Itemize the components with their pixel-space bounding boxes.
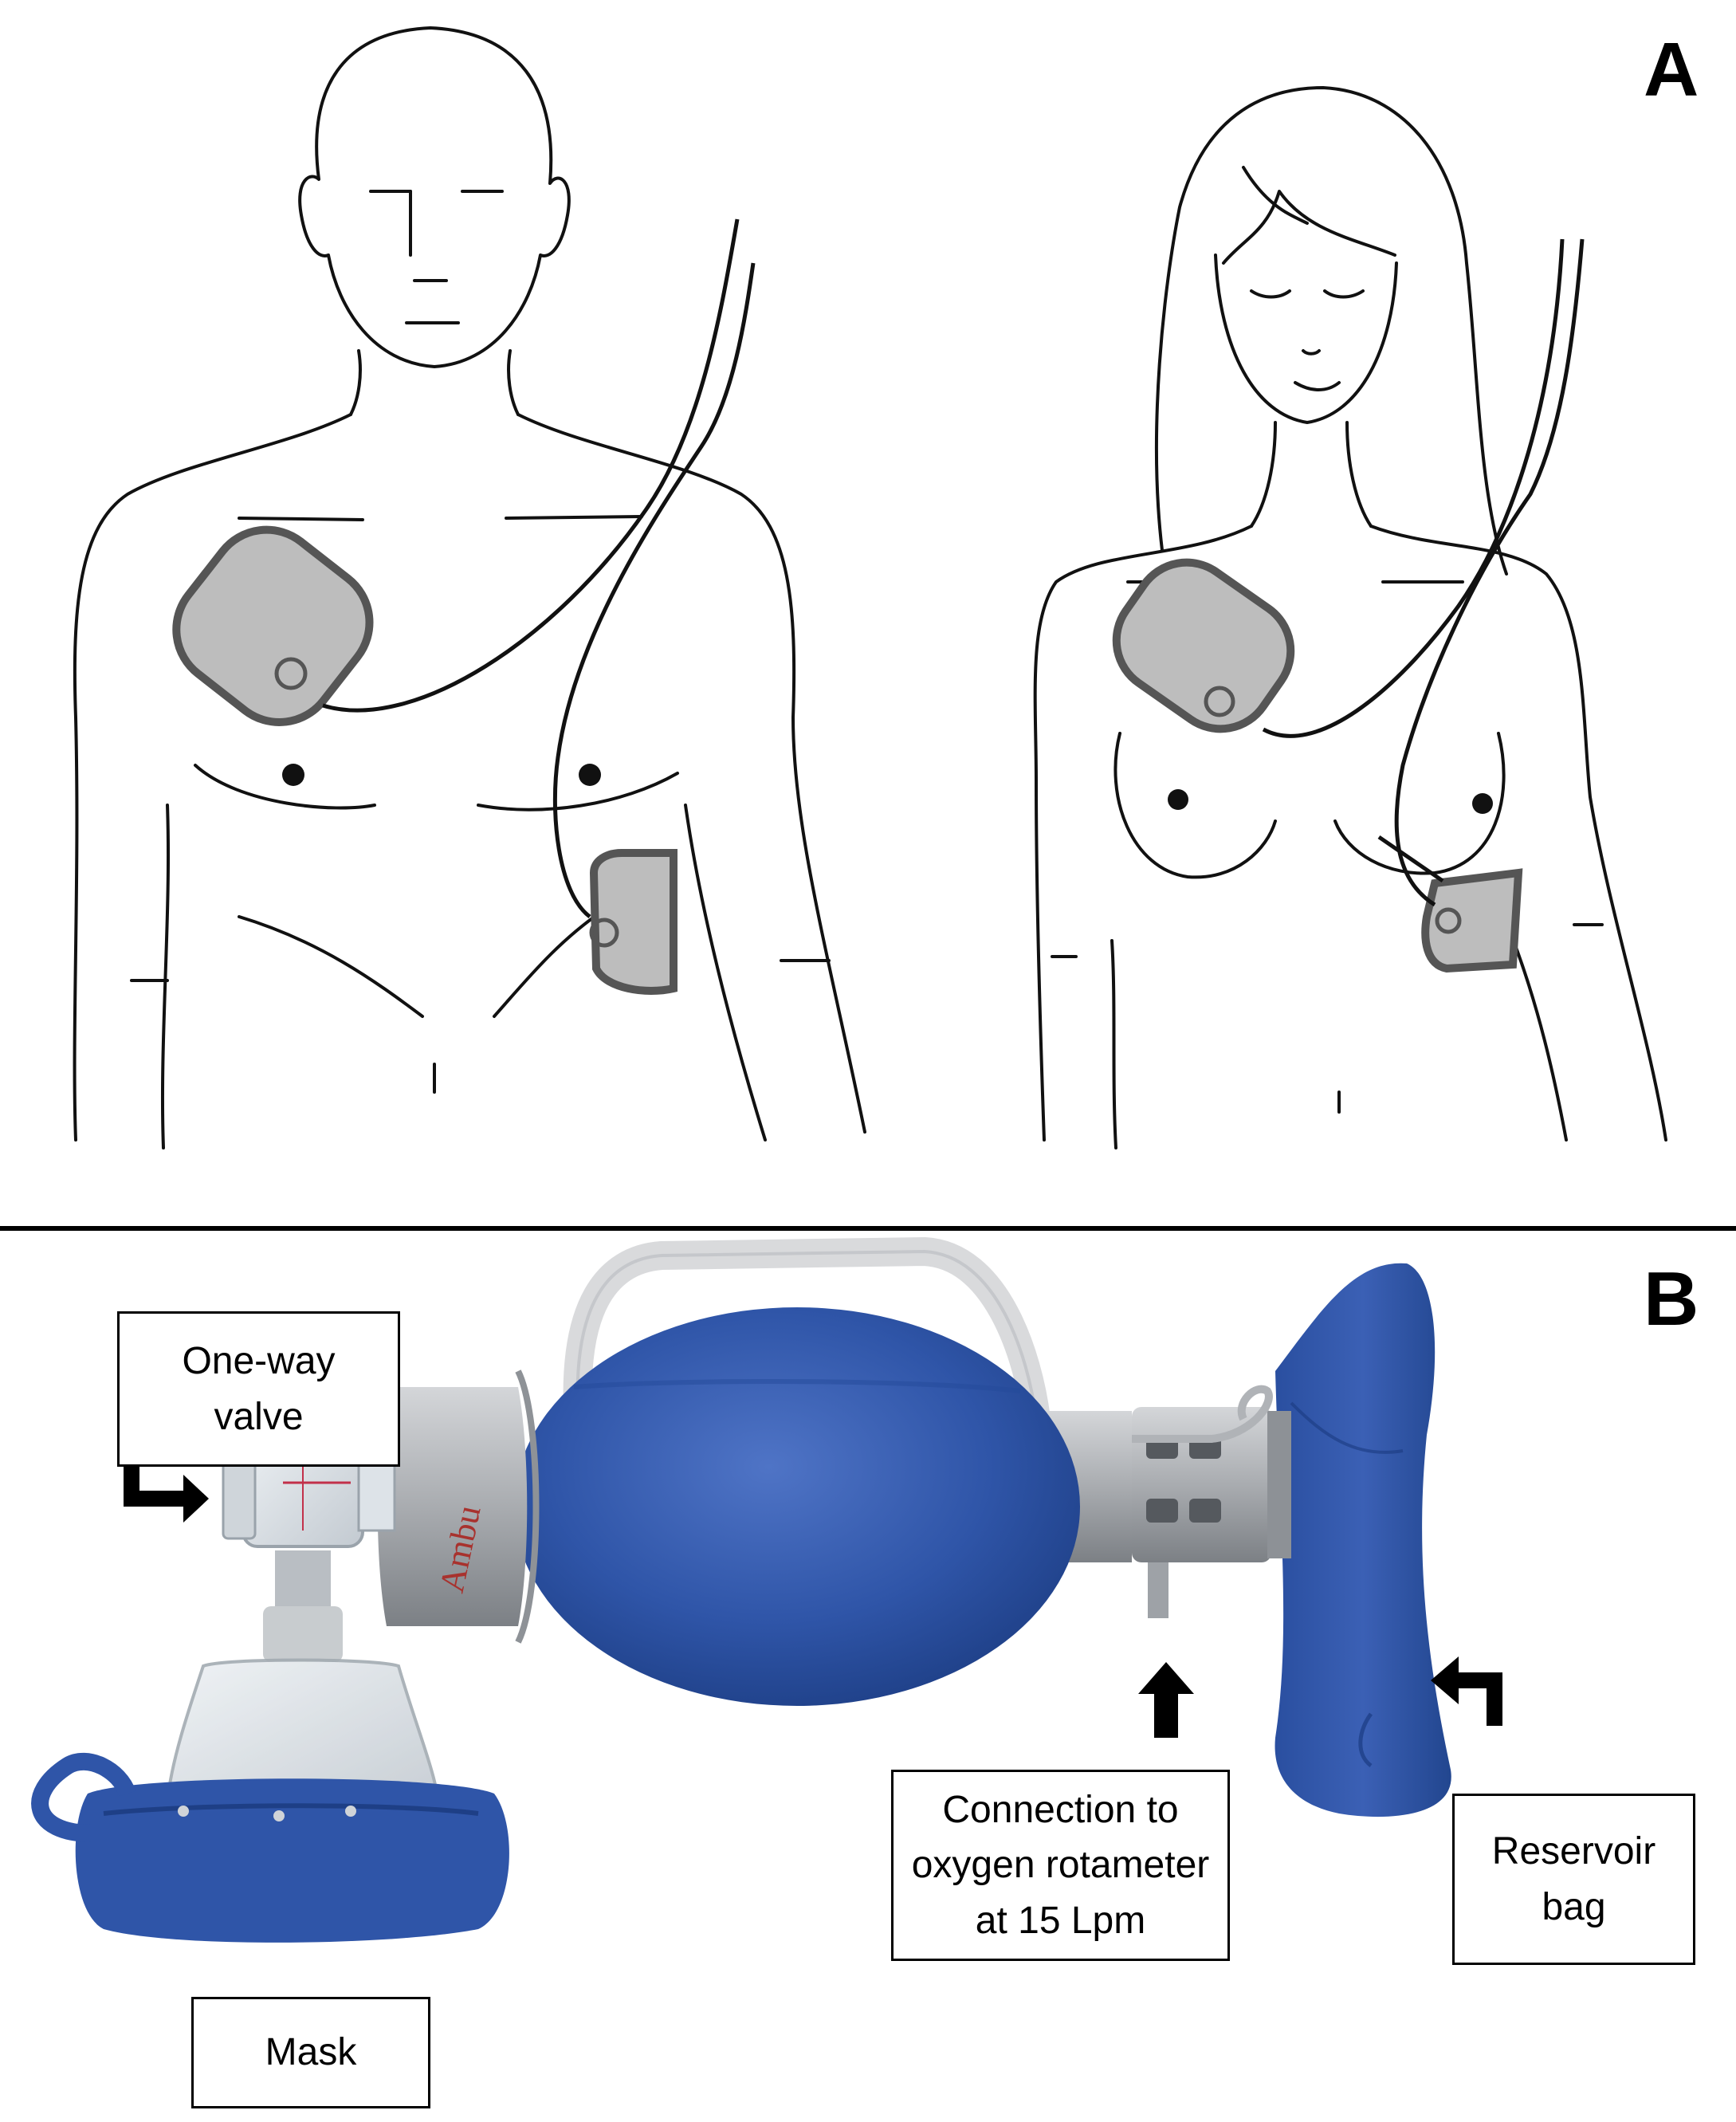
self-inflating-bag [514,1307,1080,1706]
male-pad-cables [323,219,753,917]
mask-cushion [76,1778,509,1943]
intake-valve [1132,1407,1271,1562]
male-left-pad [591,853,674,991]
reservoir-arrow-icon [1431,1656,1502,1726]
oxygen-arrow-icon [1138,1662,1194,1738]
callout-one-way-valve: One-way valve [117,1311,400,1467]
callout-reservoir-bag: Reservoir bag [1452,1794,1695,1965]
callout-oxygen-connection: Connection to oxygen rotameter at 15 Lpm [891,1770,1230,1961]
female-left-pad [1425,873,1518,969]
female-right-pad [1096,542,1311,749]
oxygen-nipple [1148,1562,1168,1618]
callout-mask: Mask [191,1997,430,2108]
female-pad-cables [1263,239,1582,905]
panel-label-a: A [1644,32,1699,108]
panel-label-b: B [1644,1261,1699,1338]
